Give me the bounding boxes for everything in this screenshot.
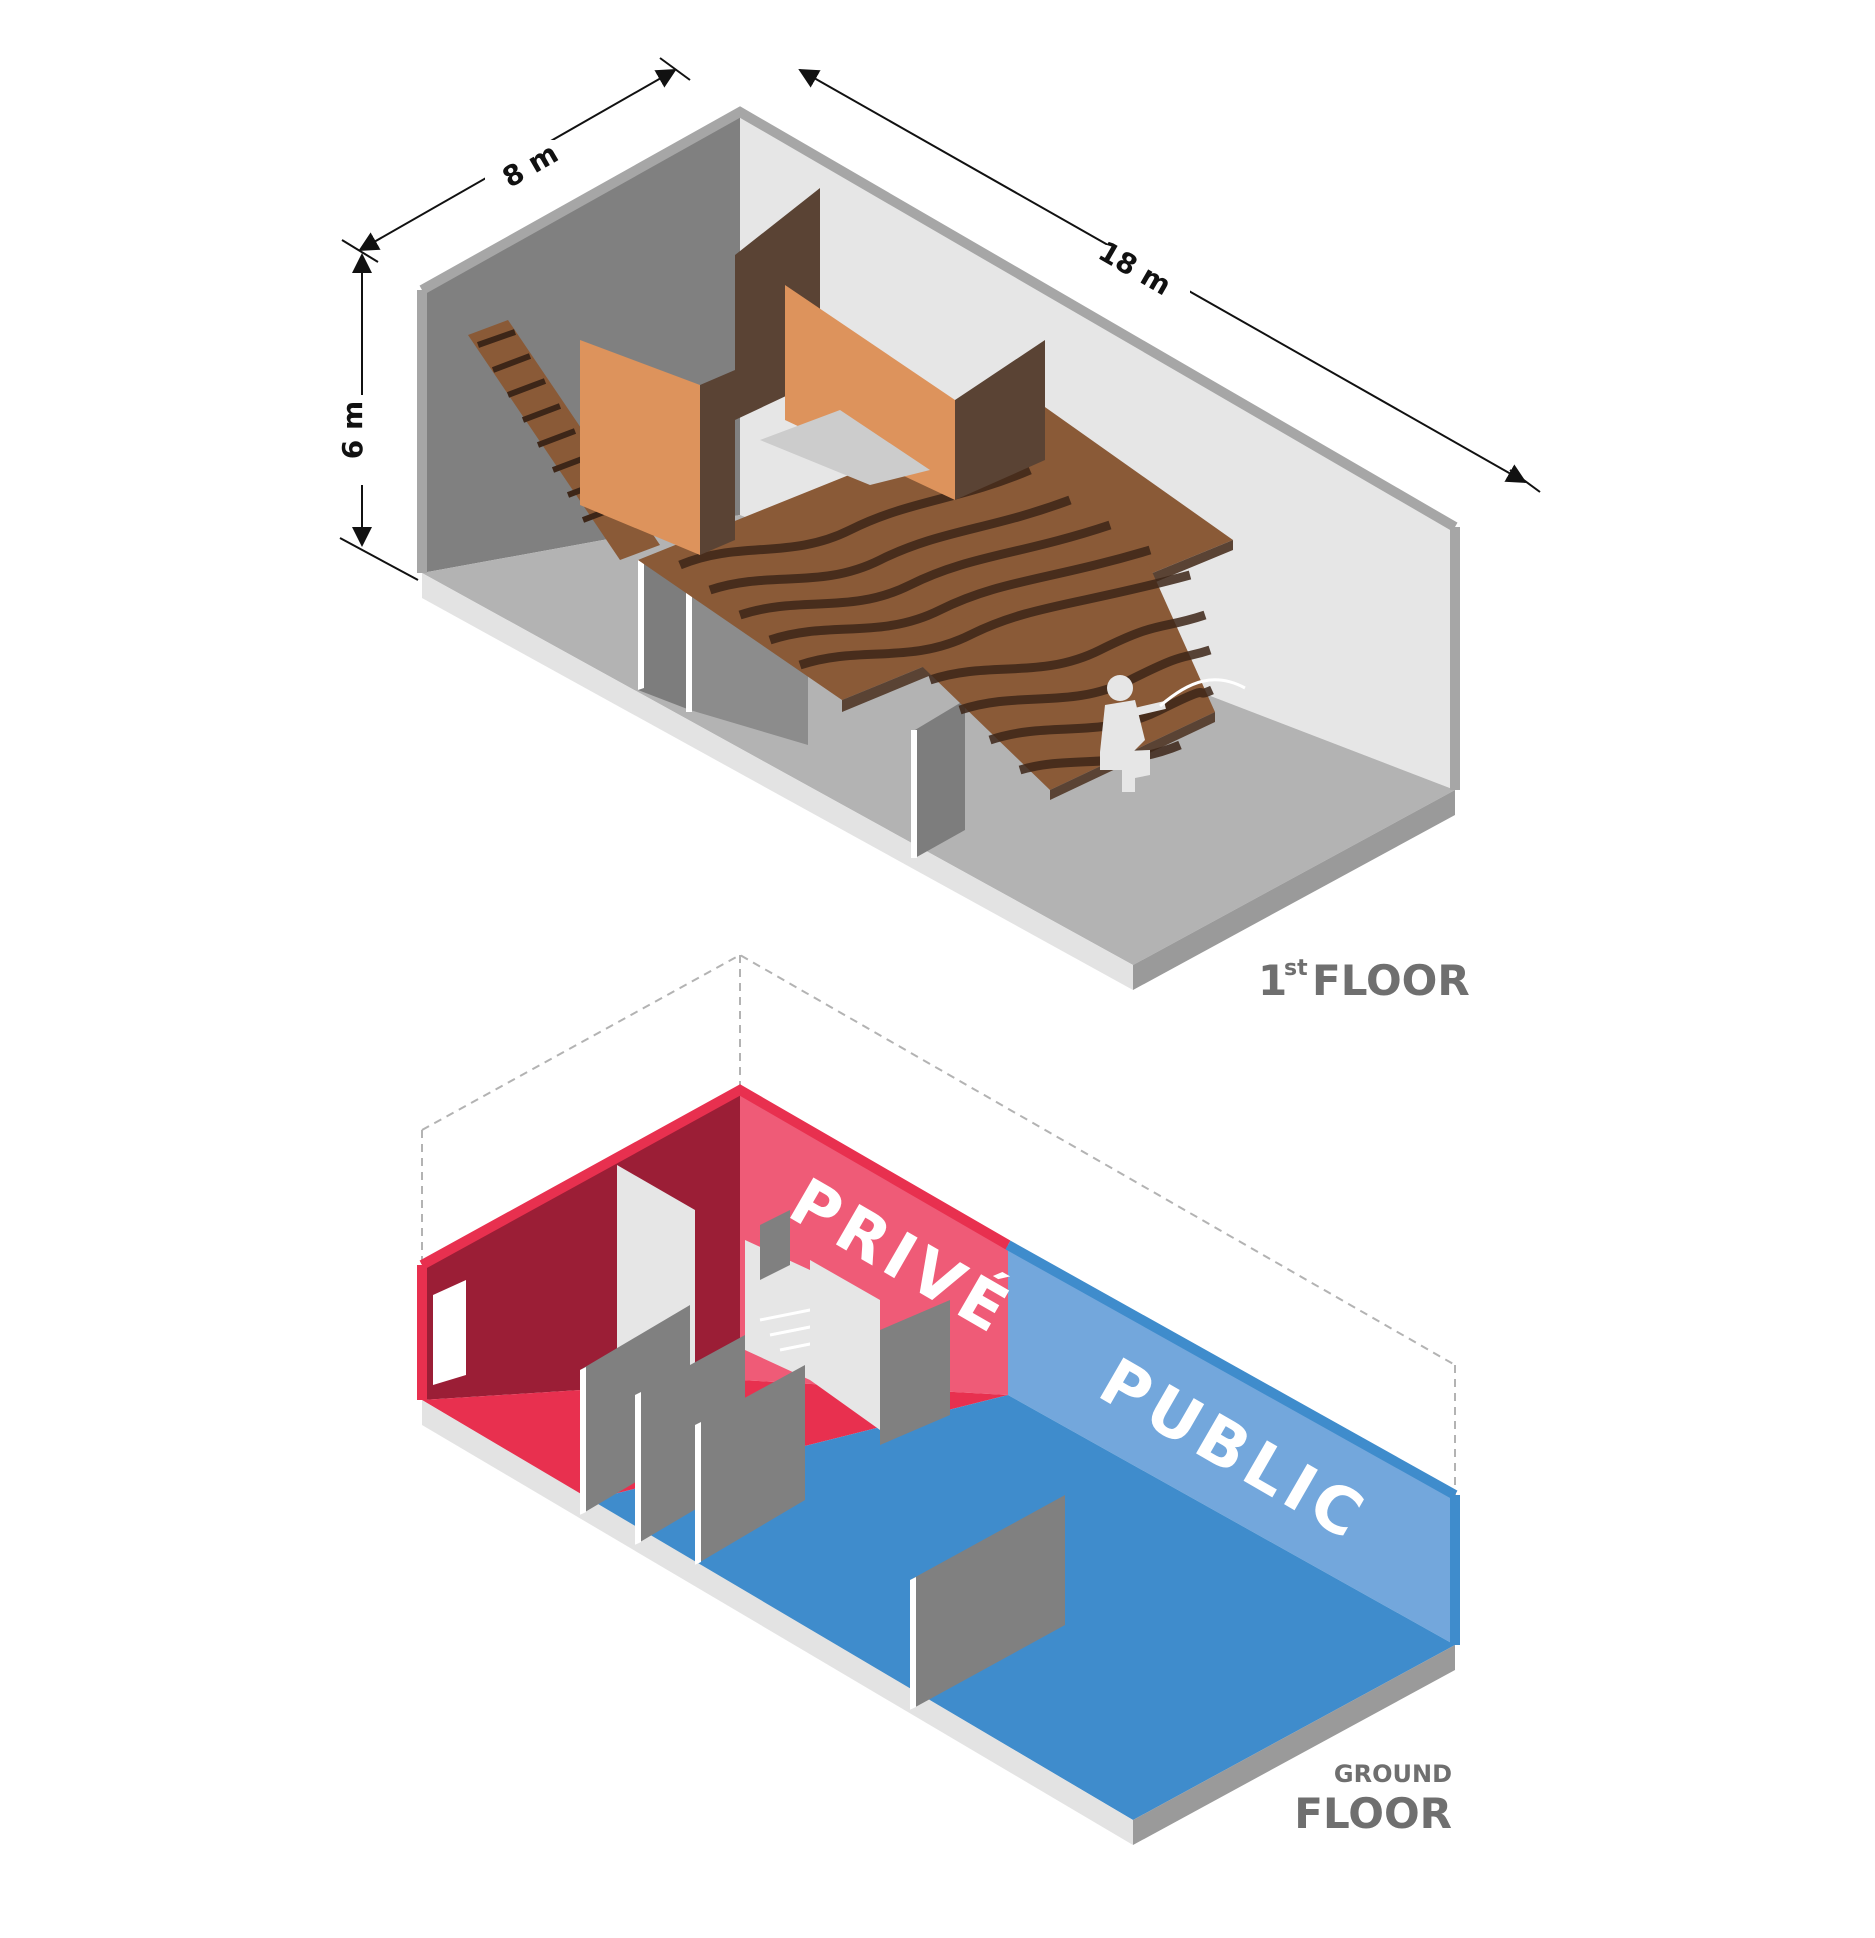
public-side-wall [1008, 1245, 1455, 1645]
ground-staircase [745, 1210, 950, 1445]
ground-floor-drawing: PRIVÉ PUBLIC [417, 953, 1460, 1845]
first-floor-word: FLOOR [1312, 956, 1470, 1005]
first-floor-label: 1 st FLOOR [1258, 956, 1470, 1005]
height-dimension-label: 6 m [336, 401, 369, 459]
ground-floor-label: GROUND FLOOR [1294, 1760, 1452, 1838]
grey-partitions [580, 1305, 1065, 1710]
first-floor-number: 1 [1258, 956, 1287, 1005]
first-floor-suffix: st [1284, 956, 1308, 981]
fishing-figure [1100, 675, 1246, 792]
ground-floor-line1: GROUND [1334, 1760, 1452, 1788]
door [433, 1280, 466, 1385]
ground-floor-line2: FLOOR [1294, 1789, 1452, 1838]
first-floor-drawing [417, 106, 1460, 990]
